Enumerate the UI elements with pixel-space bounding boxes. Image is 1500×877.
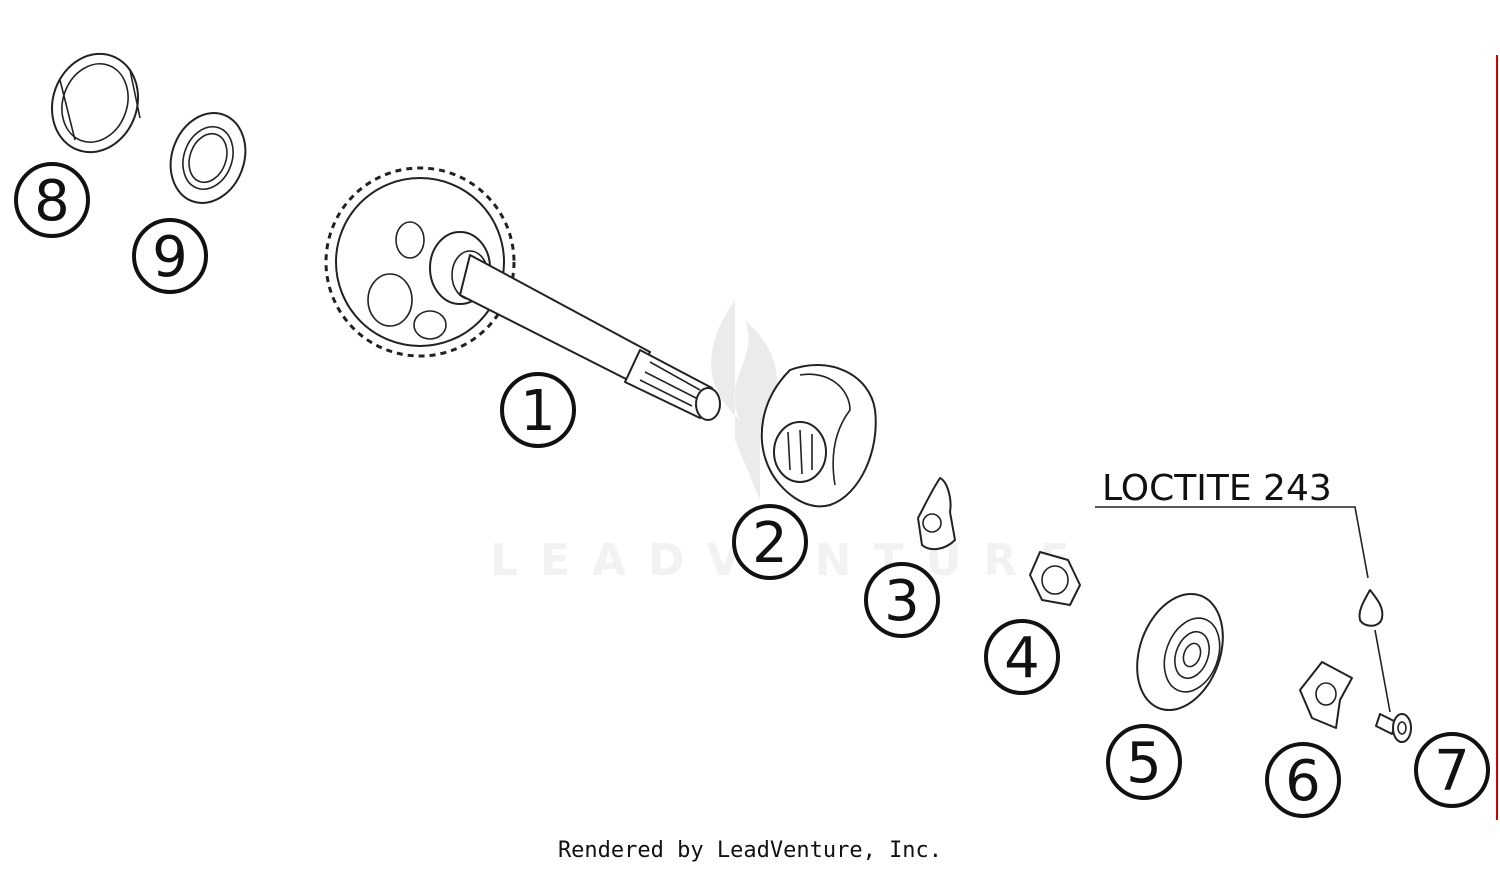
svg-text:6: 6	[1285, 749, 1321, 814]
callout-1[interactable]: 1	[500, 372, 576, 448]
droplet-icon	[1358, 589, 1384, 627]
svg-text:4: 4	[1004, 626, 1040, 691]
callout-2[interactable]: 2	[732, 504, 808, 580]
part-3-stopper[interactable]	[917, 477, 956, 551]
callout-5[interactable]: 5	[1106, 724, 1182, 800]
callout-7[interactable]: 7	[1414, 732, 1490, 808]
svg-text:2: 2	[752, 511, 788, 576]
svg-text:3: 3	[884, 569, 920, 634]
part-4-nut[interactable]	[1029, 551, 1081, 606]
watermark-flame-icon	[711, 300, 777, 500]
footer-credit: Rendered by LeadVenture, Inc.	[557, 838, 943, 863]
callout-8[interactable]: 8	[14, 162, 90, 238]
loctite-annotation: LOCTITE 243	[1095, 468, 1391, 713]
part-6-plate[interactable]	[1299, 661, 1353, 729]
loctite-leader-line	[1095, 506, 1391, 713]
part-7-screw[interactable]	[1375, 713, 1412, 743]
svg-text:1: 1	[520, 379, 556, 444]
callout-9[interactable]: 9	[132, 218, 208, 294]
svg-text:9: 9	[152, 225, 188, 290]
svg-text:5: 5	[1126, 731, 1162, 796]
svg-text:7: 7	[1434, 739, 1470, 804]
loctite-label: LOCTITE 243	[1102, 468, 1332, 509]
part-1-kickstart-shaft[interactable]	[324, 166, 721, 421]
svg-text:8: 8	[34, 169, 70, 234]
part-8-sleeve[interactable]	[38, 42, 151, 165]
callout-4[interactable]: 4	[984, 619, 1060, 695]
part-9-seal[interactable]	[158, 102, 257, 213]
callout-3[interactable]: 3	[864, 562, 940, 638]
part-2-ratchet[interactable]	[760, 364, 877, 508]
callout-6[interactable]: 6	[1265, 742, 1341, 818]
part-5-bearing[interactable]	[1122, 582, 1238, 722]
